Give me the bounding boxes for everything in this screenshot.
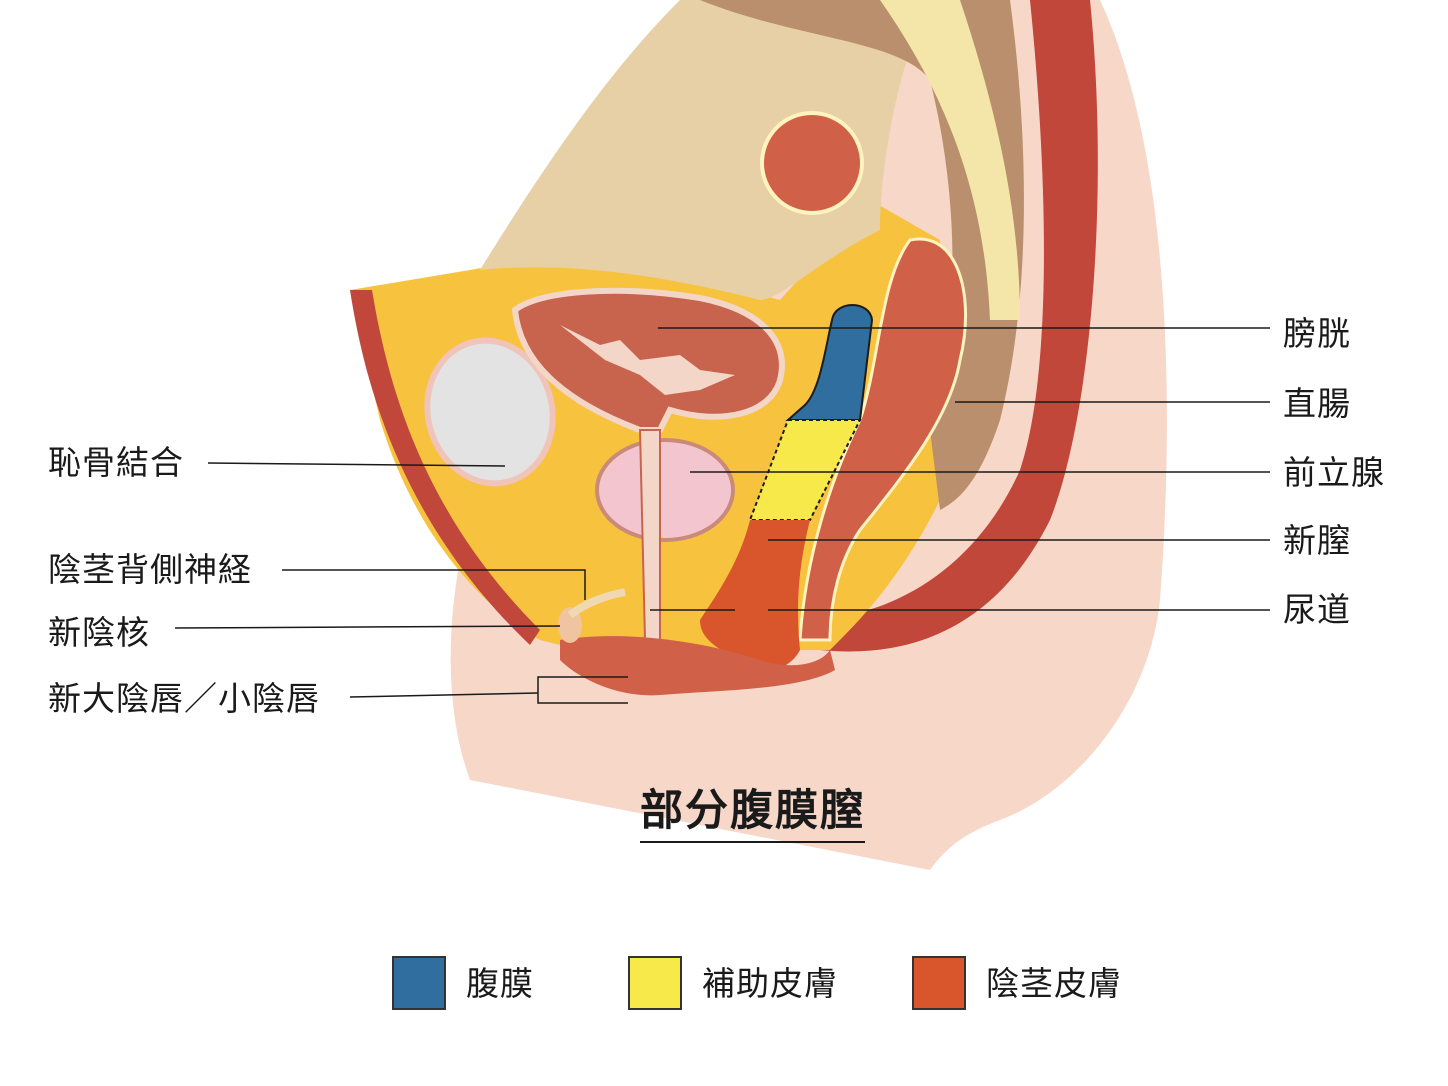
neoclitoris-shape xyxy=(558,607,582,643)
legend-swatch-peritoneum xyxy=(392,956,446,1010)
diagram-title: 部分腹膜膣 xyxy=(640,790,865,843)
legend-item-aux-skin: 補助皮膚 xyxy=(628,955,838,1011)
leader-clitoris xyxy=(174,625,561,629)
leader-lines xyxy=(174,327,1270,704)
legend-label-aux-skin: 補助皮膚 xyxy=(702,963,838,1003)
label-urethra: 尿道 xyxy=(1283,590,1351,629)
label-prostate: 前立腺 xyxy=(1283,453,1385,492)
pubic-bone xyxy=(424,337,556,487)
legend-label-peritoneum: 腹膜 xyxy=(466,963,534,1003)
label-rectum: 直腸 xyxy=(1283,384,1351,423)
neovagina-penile-skin xyxy=(700,520,810,671)
leader-nerve xyxy=(282,569,586,600)
labia-shape xyxy=(560,636,835,696)
abdominal-cavity xyxy=(480,0,930,300)
label-neoclitoris: 新陰核 xyxy=(48,613,150,652)
label-labia: 新大陰唇／小陰唇 xyxy=(48,679,320,718)
dorsal-nerve-shape xyxy=(567,588,626,619)
legend-label-penile-skin: 陰茎皮膚 xyxy=(986,963,1122,1003)
label-dorsal-nerve: 陰茎背側神経 xyxy=(48,550,252,589)
legend-item-penile-skin: 陰茎皮膚 xyxy=(912,955,1122,1011)
label-pubic-symphysis: 恥骨結合 xyxy=(48,443,184,482)
sigmoid-colon xyxy=(760,111,864,215)
leader-labia xyxy=(349,692,539,698)
leader-labia-bracket xyxy=(537,676,628,704)
prostate-shape xyxy=(595,438,735,542)
leader-pubic xyxy=(207,462,506,467)
spinal-canal xyxy=(880,0,1020,320)
legend-swatch-aux-skin xyxy=(628,956,682,1010)
label-bladder: 膀胱 xyxy=(1283,314,1351,353)
anterior-wall xyxy=(350,290,540,645)
legend-item-peritoneum: 腹膜 xyxy=(392,955,534,1011)
back-wall xyxy=(800,0,1098,652)
label-neovagina: 新膣 xyxy=(1283,521,1351,560)
legend-swatch-penile-skin xyxy=(912,956,966,1010)
bladder-lumen xyxy=(560,325,735,395)
